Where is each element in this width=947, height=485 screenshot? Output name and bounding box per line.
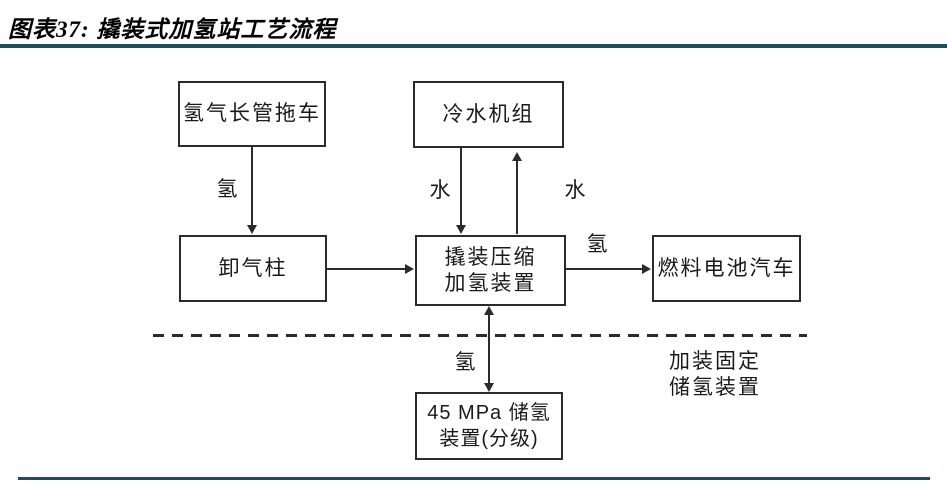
node-label-line1: 45 MPa 储氢 <box>427 402 551 424</box>
flow-label-hydrogen: 氢 <box>216 178 238 201</box>
arrow-line <box>251 147 253 226</box>
arrowhead-up-icon <box>512 152 522 161</box>
annotation-line2: 储氢装置 <box>669 376 761 399</box>
arrow-line <box>327 268 407 270</box>
arrow-line <box>566 268 644 270</box>
figure-title: 图表37: 撬装式加氢站工艺流程 <box>8 17 337 42</box>
flow-label-hydrogen-vehicle: 氢 <box>586 233 608 256</box>
node-label-line2: 加氢装置 <box>444 271 537 295</box>
arrowhead-down-icon <box>484 383 494 392</box>
node-label-line1: 撬装压缩 <box>444 245 537 269</box>
flow-label-hydrogen-storage: 氢 <box>454 351 476 374</box>
arrowhead-right-icon <box>405 264 414 274</box>
node-hydrogen-tube-trailer: 氢气长管拖车 <box>178 81 326 147</box>
node-chilled-water-unit: 冷水机组 <box>413 81 564 148</box>
annotation-fixed-storage: 加装固定 储氢装置 <box>669 349 761 401</box>
arrowhead-right-icon <box>642 264 651 274</box>
bottom-divider-line <box>18 477 930 480</box>
node-label-line2: 装置(分级) <box>439 428 539 450</box>
arrowhead-up-icon <box>484 306 494 315</box>
node-label: 冷水机组 <box>442 102 535 126</box>
title-divider-line <box>0 44 947 48</box>
flow-label-water-return: 水 <box>564 179 586 202</box>
arrowhead-down-icon <box>247 225 257 234</box>
dashed-boundary-line <box>153 334 807 337</box>
node-skid-compression-refueling-unit: 撬装压缩 加氢装置 <box>415 235 566 306</box>
node-label: 氢气长管拖车 <box>183 102 321 125</box>
node-gas-unloading-column: 卸气柱 <box>179 235 327 302</box>
arrowhead-down-icon <box>456 225 466 234</box>
node-label: 燃料电池汽车 <box>657 256 796 280</box>
flow-label-water-supply: 水 <box>429 179 451 202</box>
node-label: 卸气柱 <box>218 256 288 280</box>
arrow-line <box>460 148 462 226</box>
annotation-line1: 加装固定 <box>669 350 761 373</box>
node-fuel-cell-vehicle: 燃料电池汽车 <box>652 235 801 302</box>
arrow-line <box>488 314 490 384</box>
node-45mpa-hydrogen-storage: 45 MPa 储氢 装置(分级) <box>415 392 563 460</box>
arrow-line <box>516 160 518 234</box>
